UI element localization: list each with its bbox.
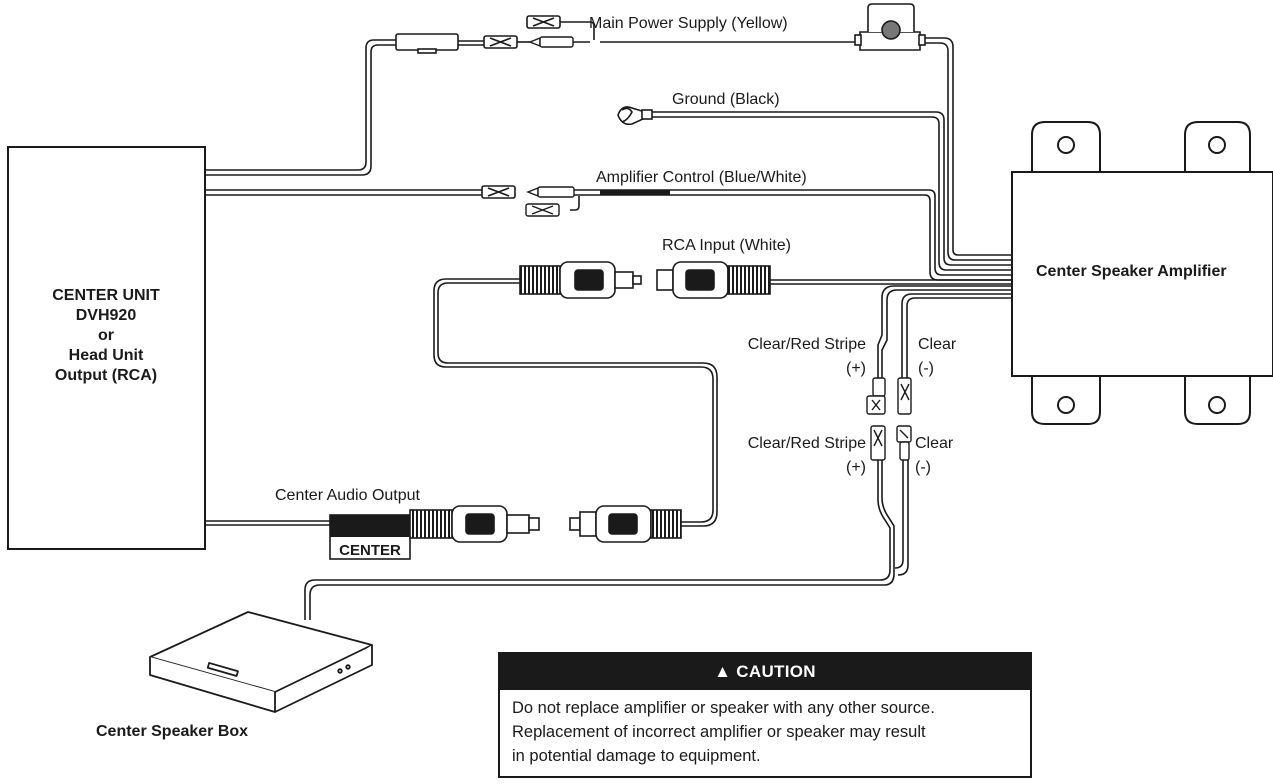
center-unit-label-1: CENTER UNIT (52, 287, 160, 304)
center-speaker-box (149, 611, 373, 713)
speaker-box-label: Center Speaker Box (96, 723, 248, 740)
caution-box: ▲ CAUTION Do not replace amplifier or sp… (498, 652, 1032, 778)
inline-fuse-housing (854, 3, 926, 51)
center-tag: CENTER (329, 514, 411, 560)
caution-title: CAUTION (736, 662, 816, 681)
speaker-connector-upper-plus (866, 377, 886, 415)
center-unit-label-2: DVH920 (76, 307, 137, 324)
center-unit-label-3: or (98, 327, 114, 344)
rca-input-label: RCA Input (White) (662, 237, 791, 254)
center-unit-label-5: Output (RCA) (55, 367, 157, 384)
cable-runs (205, 21, 1012, 620)
ground-label: Ground (Black) (672, 91, 780, 108)
minus-lower-label: (-) (915, 459, 931, 476)
center-speaker-amplifier (1011, 121, 1273, 425)
center-unit-label-4: Head Unit (69, 347, 144, 364)
rca-plug-upper (519, 261, 642, 299)
plus-lower-label: (+) (846, 459, 866, 476)
amp-control-stripe (600, 190, 670, 195)
clear-red-stripe-upper-label: Clear/Red Stripe (748, 336, 866, 353)
power-connector-male (528, 36, 574, 48)
minus-upper-label: (-) (918, 360, 934, 377)
speaker-connector-lower-plus (870, 425, 886, 461)
speaker-connector-upper-minus (897, 377, 912, 415)
speaker-connector-lower-minus (896, 425, 912, 461)
plus-upper-label: (+) (846, 360, 866, 377)
caution-body: Do not replace amplifier or speaker with… (500, 690, 1030, 776)
center-unit: CENTER UNIT DVH920 or Head Unit Output (… (7, 146, 206, 550)
power-fuse-holder (395, 33, 459, 54)
caution-line-2: Replacement of incorrect amplifier or sp… (512, 723, 926, 741)
amp-control-connector-male (525, 186, 575, 217)
clear-red-stripe-lower-label: Clear/Red Stripe (748, 435, 866, 452)
power-spare-connector (526, 15, 561, 29)
amp-control-connector-female (481, 185, 516, 199)
ground-ring-terminal (617, 106, 653, 126)
clear-upper-label: Clear (918, 336, 957, 353)
caution-header: ▲ CAUTION (500, 654, 1030, 690)
main-power-label: Main Power Supply (Yellow) (589, 15, 788, 32)
clear-lower-label: Clear (915, 435, 954, 452)
warning-triangle-icon: ▲ (714, 662, 732, 681)
amp-control-label: Amplifier Control (Blue/White) (596, 169, 807, 186)
caution-line-1: Do not replace amplifier or speaker with… (512, 699, 935, 717)
power-connector-female (483, 35, 518, 49)
rca-plug-lower-female (409, 505, 540, 543)
rca-plug-lower-male (569, 505, 682, 543)
center-tag-label: CENTER (339, 542, 401, 559)
amplifier-label: Center Speaker Amplifier (1036, 263, 1227, 280)
rca-jack-upper (656, 261, 771, 299)
caution-line-3: in potential damage to equipment. (512, 747, 761, 765)
center-audio-output-label: Center Audio Output (275, 487, 421, 504)
